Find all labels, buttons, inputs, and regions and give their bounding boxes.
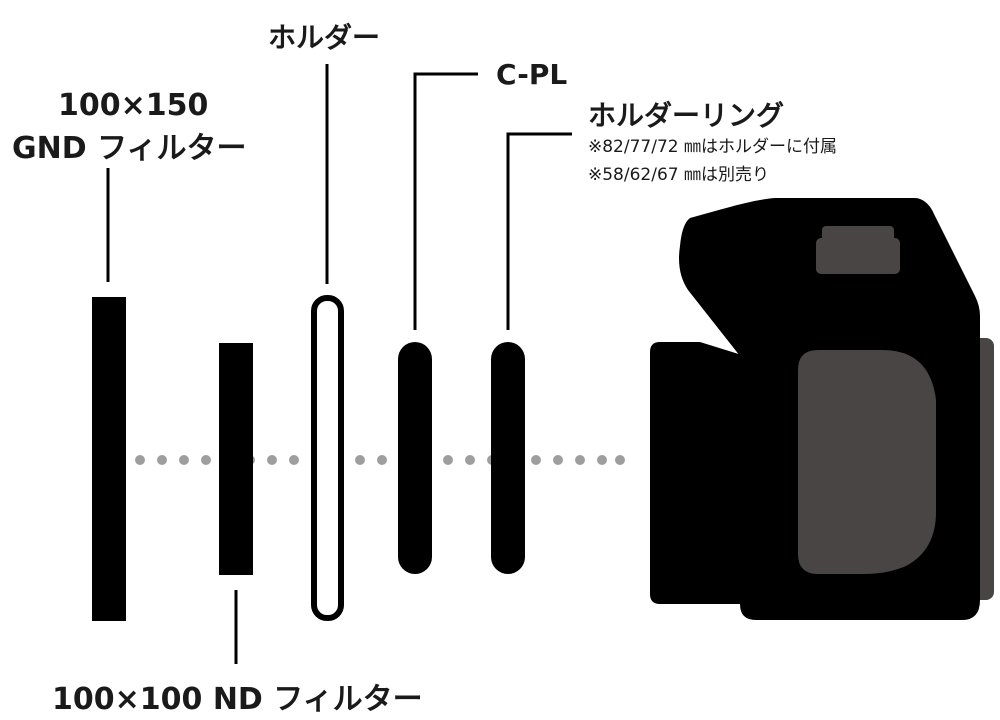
holder-frame	[311, 295, 344, 621]
gnd-filter-plate	[92, 297, 126, 621]
optical-axis-dots	[135, 455, 625, 465]
camera-icon	[650, 198, 994, 620]
gnd-filter-size-label: 100×150	[58, 88, 209, 123]
holder-ring-leader-line	[506, 132, 572, 330]
camera-side-panel	[798, 350, 936, 574]
holder-ring-label: ホルダーリング	[588, 99, 785, 132]
camera-hotshoe	[816, 238, 900, 274]
holder-ring-note-sold-separately: ※58/62/67 ㎜は別売り	[588, 165, 769, 185]
gnd-filter-name-label: GND フィルター	[12, 131, 247, 166]
cpl-label: C-PL	[496, 58, 568, 91]
nd-filter-plate	[219, 343, 253, 575]
holder-ring-note-included: ※82/77/72 ㎜はホルダーに付属	[588, 137, 837, 157]
holder-label: ホルダー	[268, 21, 381, 54]
cpl-filter	[398, 342, 432, 574]
holder-ring	[491, 342, 525, 574]
nd-filter-label: 100×100 ND フィルター	[52, 682, 423, 717]
camera-lens	[650, 342, 745, 604]
cpl-leader-line	[413, 72, 478, 330]
